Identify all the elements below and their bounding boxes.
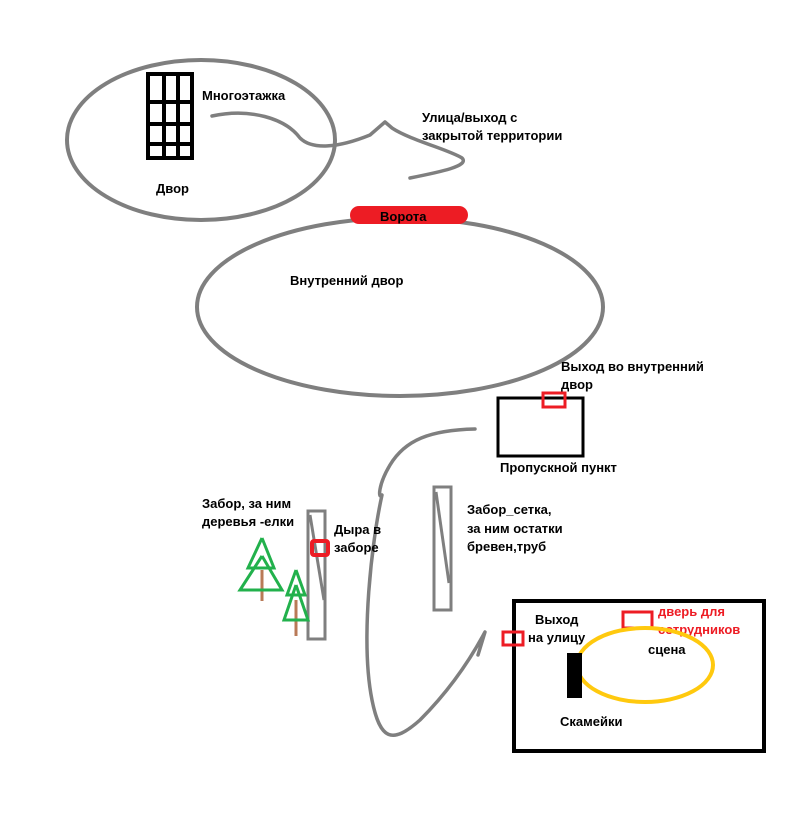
exit-inner-yard-marker — [541, 391, 567, 409]
fence-mesh-label-3: бревен,труб — [467, 539, 546, 554]
yard-label: Двор — [156, 181, 189, 196]
inner-yard-label: Внутренний двор — [290, 273, 403, 288]
checkpoint-label: Пропускной пункт — [500, 460, 617, 475]
tree-icon — [237, 537, 285, 601]
apartment-building-icon — [146, 72, 194, 160]
fence-left — [306, 509, 327, 641]
exit-inner-yard-label-2: двор — [561, 377, 593, 392]
inner-yard-area — [195, 216, 605, 398]
yard-area — [65, 58, 337, 222]
staff-door-label: дверь для — [658, 604, 725, 619]
street-path — [210, 111, 466, 180]
street-exit-marker — [501, 630, 525, 647]
walking-path — [365, 427, 487, 738]
stage-area — [575, 626, 715, 704]
fence-trees-label-2: деревья -елки — [202, 514, 294, 529]
fence-trees-label: Забор, за ним — [202, 496, 291, 511]
fence-mesh-label-2: за ним остатки — [467, 521, 563, 536]
building-label: Многоэтажка — [202, 88, 286, 103]
gate-label: Ворота — [380, 209, 427, 224]
fence-hole-marker — [310, 539, 330, 557]
benches-block — [567, 653, 582, 698]
staff-door-marker — [621, 610, 654, 630]
stage-label: сцена — [648, 642, 686, 657]
tree-icon-small — [281, 569, 311, 636]
checkpoint-building — [496, 396, 585, 458]
fence-hole-label-2: заборе — [334, 540, 379, 555]
street-exit-label: Улица/выход с — [422, 110, 517, 125]
benches-label: Скамейки — [560, 714, 622, 729]
fence-mesh — [432, 485, 453, 612]
gate-marker — [350, 206, 468, 224]
street-exit-door-label-2: на улицу — [528, 630, 586, 645]
street-exit-label-2: закрытой территории — [422, 128, 562, 143]
venue-building — [512, 599, 766, 753]
fence-mesh-label: Забор_сетка, — [467, 502, 552, 517]
exit-inner-yard-label: Выход во внутренний — [561, 359, 704, 374]
fence-hole-label: Дыра в — [334, 522, 381, 537]
street-exit-door-label: Выход — [535, 612, 579, 627]
